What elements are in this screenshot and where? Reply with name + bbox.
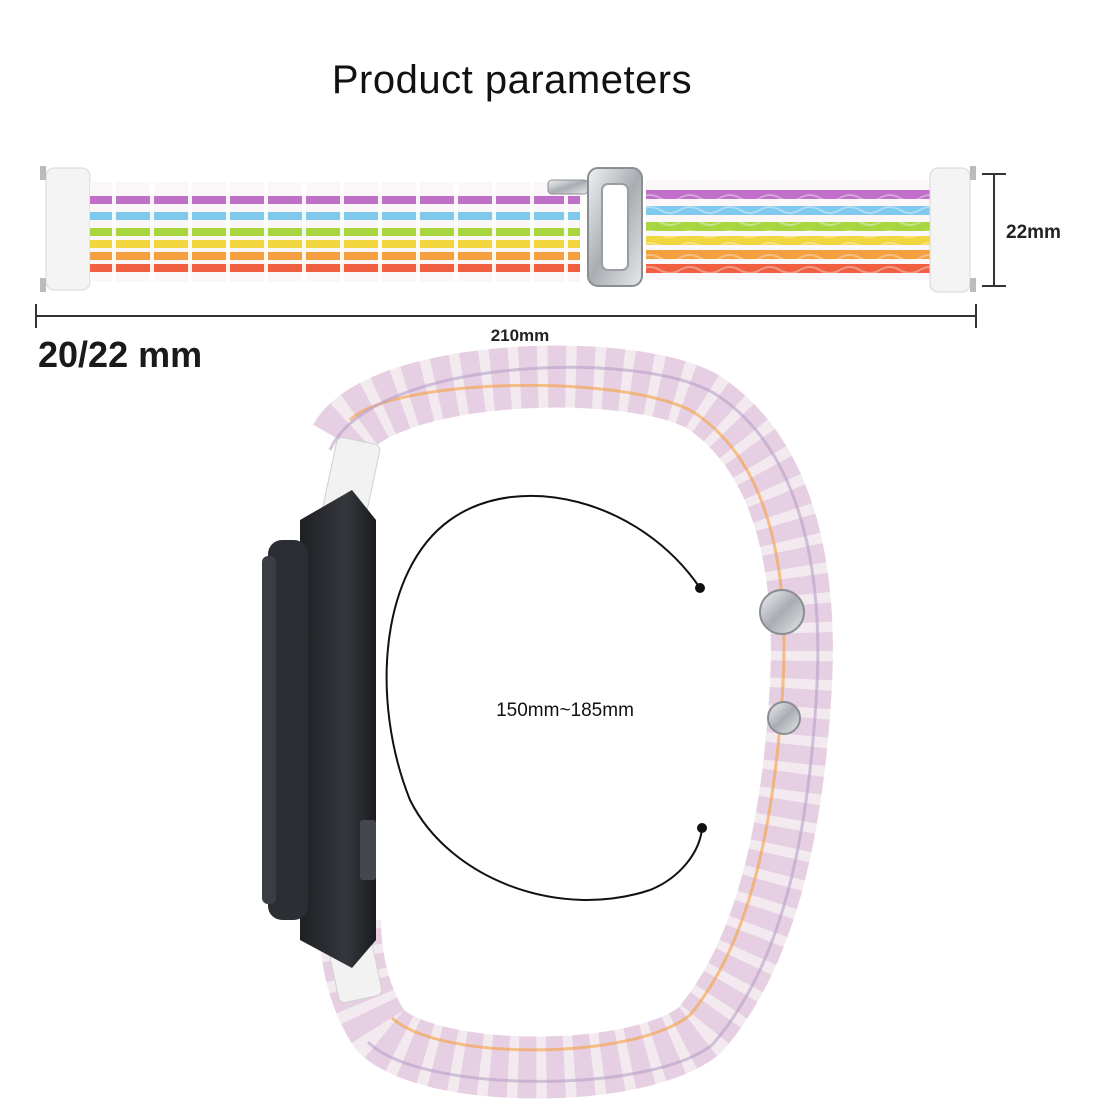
- width-label: 22mm: [1006, 222, 1061, 243]
- circumference-label: 150mm~185mm: [496, 700, 634, 721]
- strap-end-right: [929, 167, 971, 293]
- watch-case: [300, 490, 376, 968]
- strap-loop-section: [90, 182, 580, 282]
- watch-bezel: [268, 540, 308, 920]
- buckle: [547, 167, 643, 287]
- length-label: 210mm: [490, 326, 550, 345]
- watch-button: [360, 820, 376, 880]
- watch-illustration: [262, 345, 833, 1099]
- loop-buckle-top: [759, 589, 805, 635]
- strap-loop: [313, 345, 833, 1099]
- size-options-label: 20/22 mm: [38, 334, 203, 375]
- circumference-arc: [385, 494, 703, 901]
- strap-straight: [40, 166, 976, 293]
- length-dimension: [35, 304, 977, 328]
- width-dimension: [982, 173, 1006, 287]
- arc-point-bottom: [697, 823, 707, 833]
- page-title: Product parameters: [331, 58, 693, 102]
- strap-end-left: [45, 167, 91, 291]
- arc-point-top: [695, 583, 705, 593]
- strap-plain-section: [646, 180, 934, 280]
- loop-buckle-bottom: [767, 701, 801, 735]
